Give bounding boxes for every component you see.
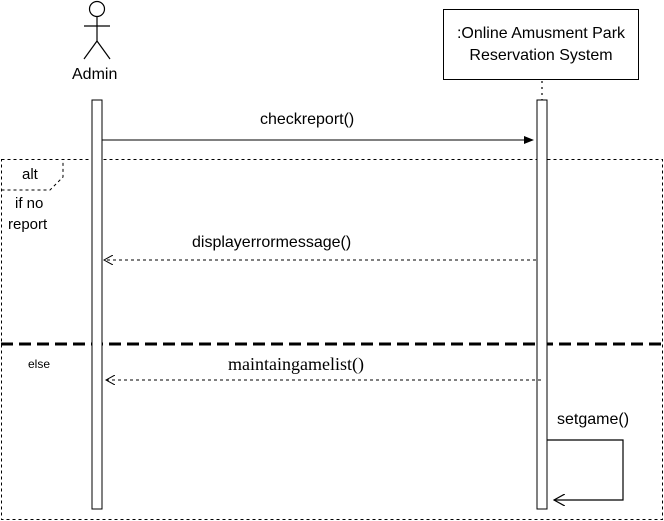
system-title-line2: Reservation System [469, 46, 613, 64]
setgame-self-call-arrow [547, 439, 624, 500]
alt-operator-tab [1, 159, 64, 191]
guard-if-no-report-line1: if no [15, 195, 44, 212]
admin-actor-label: Admin [72, 66, 118, 83]
guard-if-no-report-line2: report [8, 216, 48, 233]
checkreport-label: checkreport() [260, 111, 355, 128]
system-title-line1: :Online Amusment Park [456, 24, 626, 42]
system-lifeline-box: :Online Amusment Park Reservation System [443, 9, 639, 80]
admin-actor-icon [83, 0, 111, 60]
alt-operator-label: alt [22, 166, 38, 183]
maintaingamelist-label: maintaingamelist() [228, 354, 364, 374]
admin-activation-bar [91, 99, 103, 510]
guard-else-label: else [28, 357, 51, 371]
system-activation-bar [536, 99, 548, 510]
alt-fragment-frame [1, 159, 663, 520]
setgame-label: setgame() [557, 411, 630, 428]
displayerrormessage-label: displayerrormessage() [192, 234, 352, 251]
